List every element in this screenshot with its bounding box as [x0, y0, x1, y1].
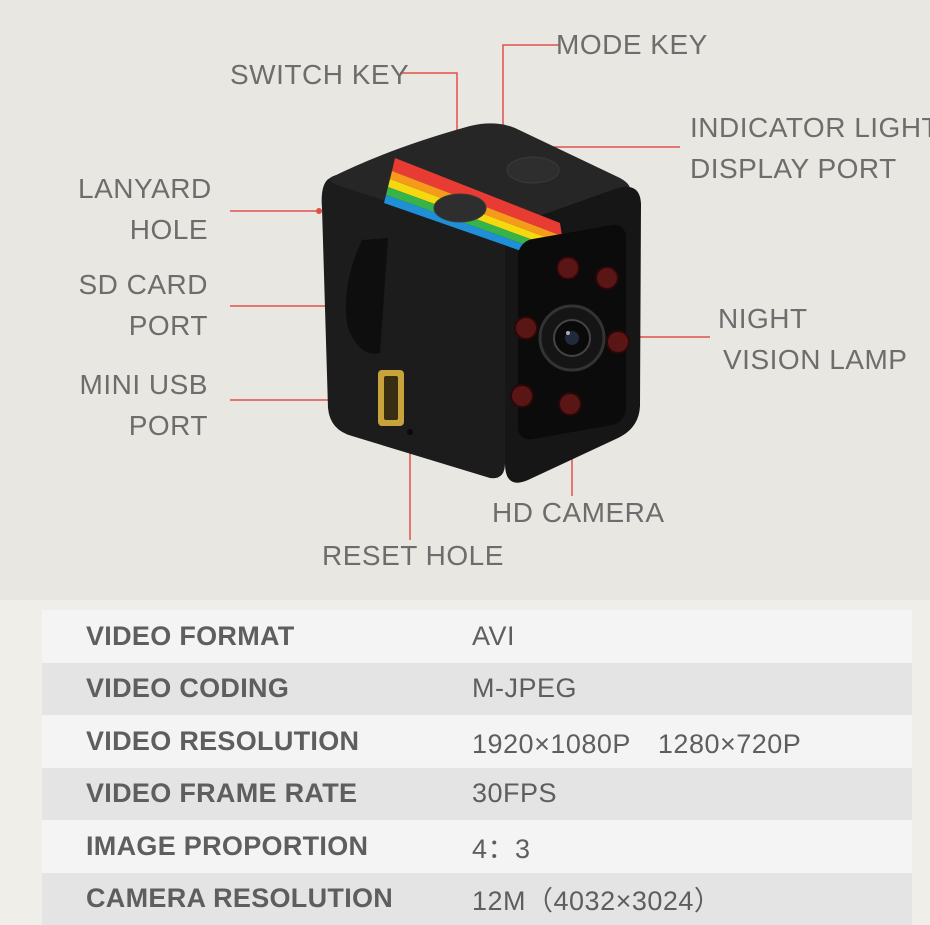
- mini-camera-illustration: [321, 123, 641, 483]
- spec-row: CAMERA RESOLUTION 12M（4032×3024）: [42, 872, 912, 925]
- spec-row: VIDEO FORMAT AVI: [42, 610, 912, 663]
- callout-mini-usb-port: MINI USB PORT: [79, 369, 208, 441]
- callout-hd-camera: HD CAMERA: [492, 497, 665, 528]
- spec-row: VIDEO FRAME RATE 30FPS: [42, 767, 912, 820]
- callout-mode-key: MODE KEY: [556, 29, 708, 60]
- spec-value: 12M（4032×3024）: [472, 886, 722, 917]
- spec-label: IMAGE PROPORTION: [86, 830, 369, 861]
- spec-row: VIDEO CODING M-JPEG: [42, 662, 912, 715]
- callout-lanyard-hole: LANYARD HOLE: [78, 173, 212, 245]
- spec-row: IMAGE PROPORTION 4：3: [42, 820, 912, 873]
- spec-value: 30FPS: [472, 778, 558, 809]
- spec-label: VIDEO FRAME RATE: [86, 778, 358, 809]
- spec-label: VIDEO RESOLUTION: [86, 725, 360, 756]
- spec-label: VIDEO FORMAT: [86, 620, 295, 651]
- spec-row: VIDEO RESOLUTION 1920×1080P 1280×720P: [42, 715, 912, 768]
- spec-table: VIDEO FORMAT AVI VIDEO CODING M-JPEG VID…: [42, 610, 912, 925]
- callout-indicator-light: INDICATOR LIGHT DISPLAY PORT: [690, 112, 930, 184]
- callout-reset-hole: RESET HOLE: [322, 540, 504, 571]
- callout-switch-key: SWITCH KEY: [230, 59, 410, 90]
- spec-label: CAMERA RESOLUTION: [86, 883, 394, 914]
- spec-value: AVI: [472, 620, 516, 651]
- spec-value: M-JPEG: [472, 673, 578, 704]
- spec-label: VIDEO CODING: [86, 673, 290, 704]
- callout-sd-card-port: SD CARD PORT: [78, 269, 208, 341]
- spec-value: 1920×1080P 1280×720P: [472, 728, 802, 759]
- callout-night-vision-lamp: NIGHT VISION LAMP: [718, 303, 908, 375]
- spec-value: 4：3: [472, 833, 531, 864]
